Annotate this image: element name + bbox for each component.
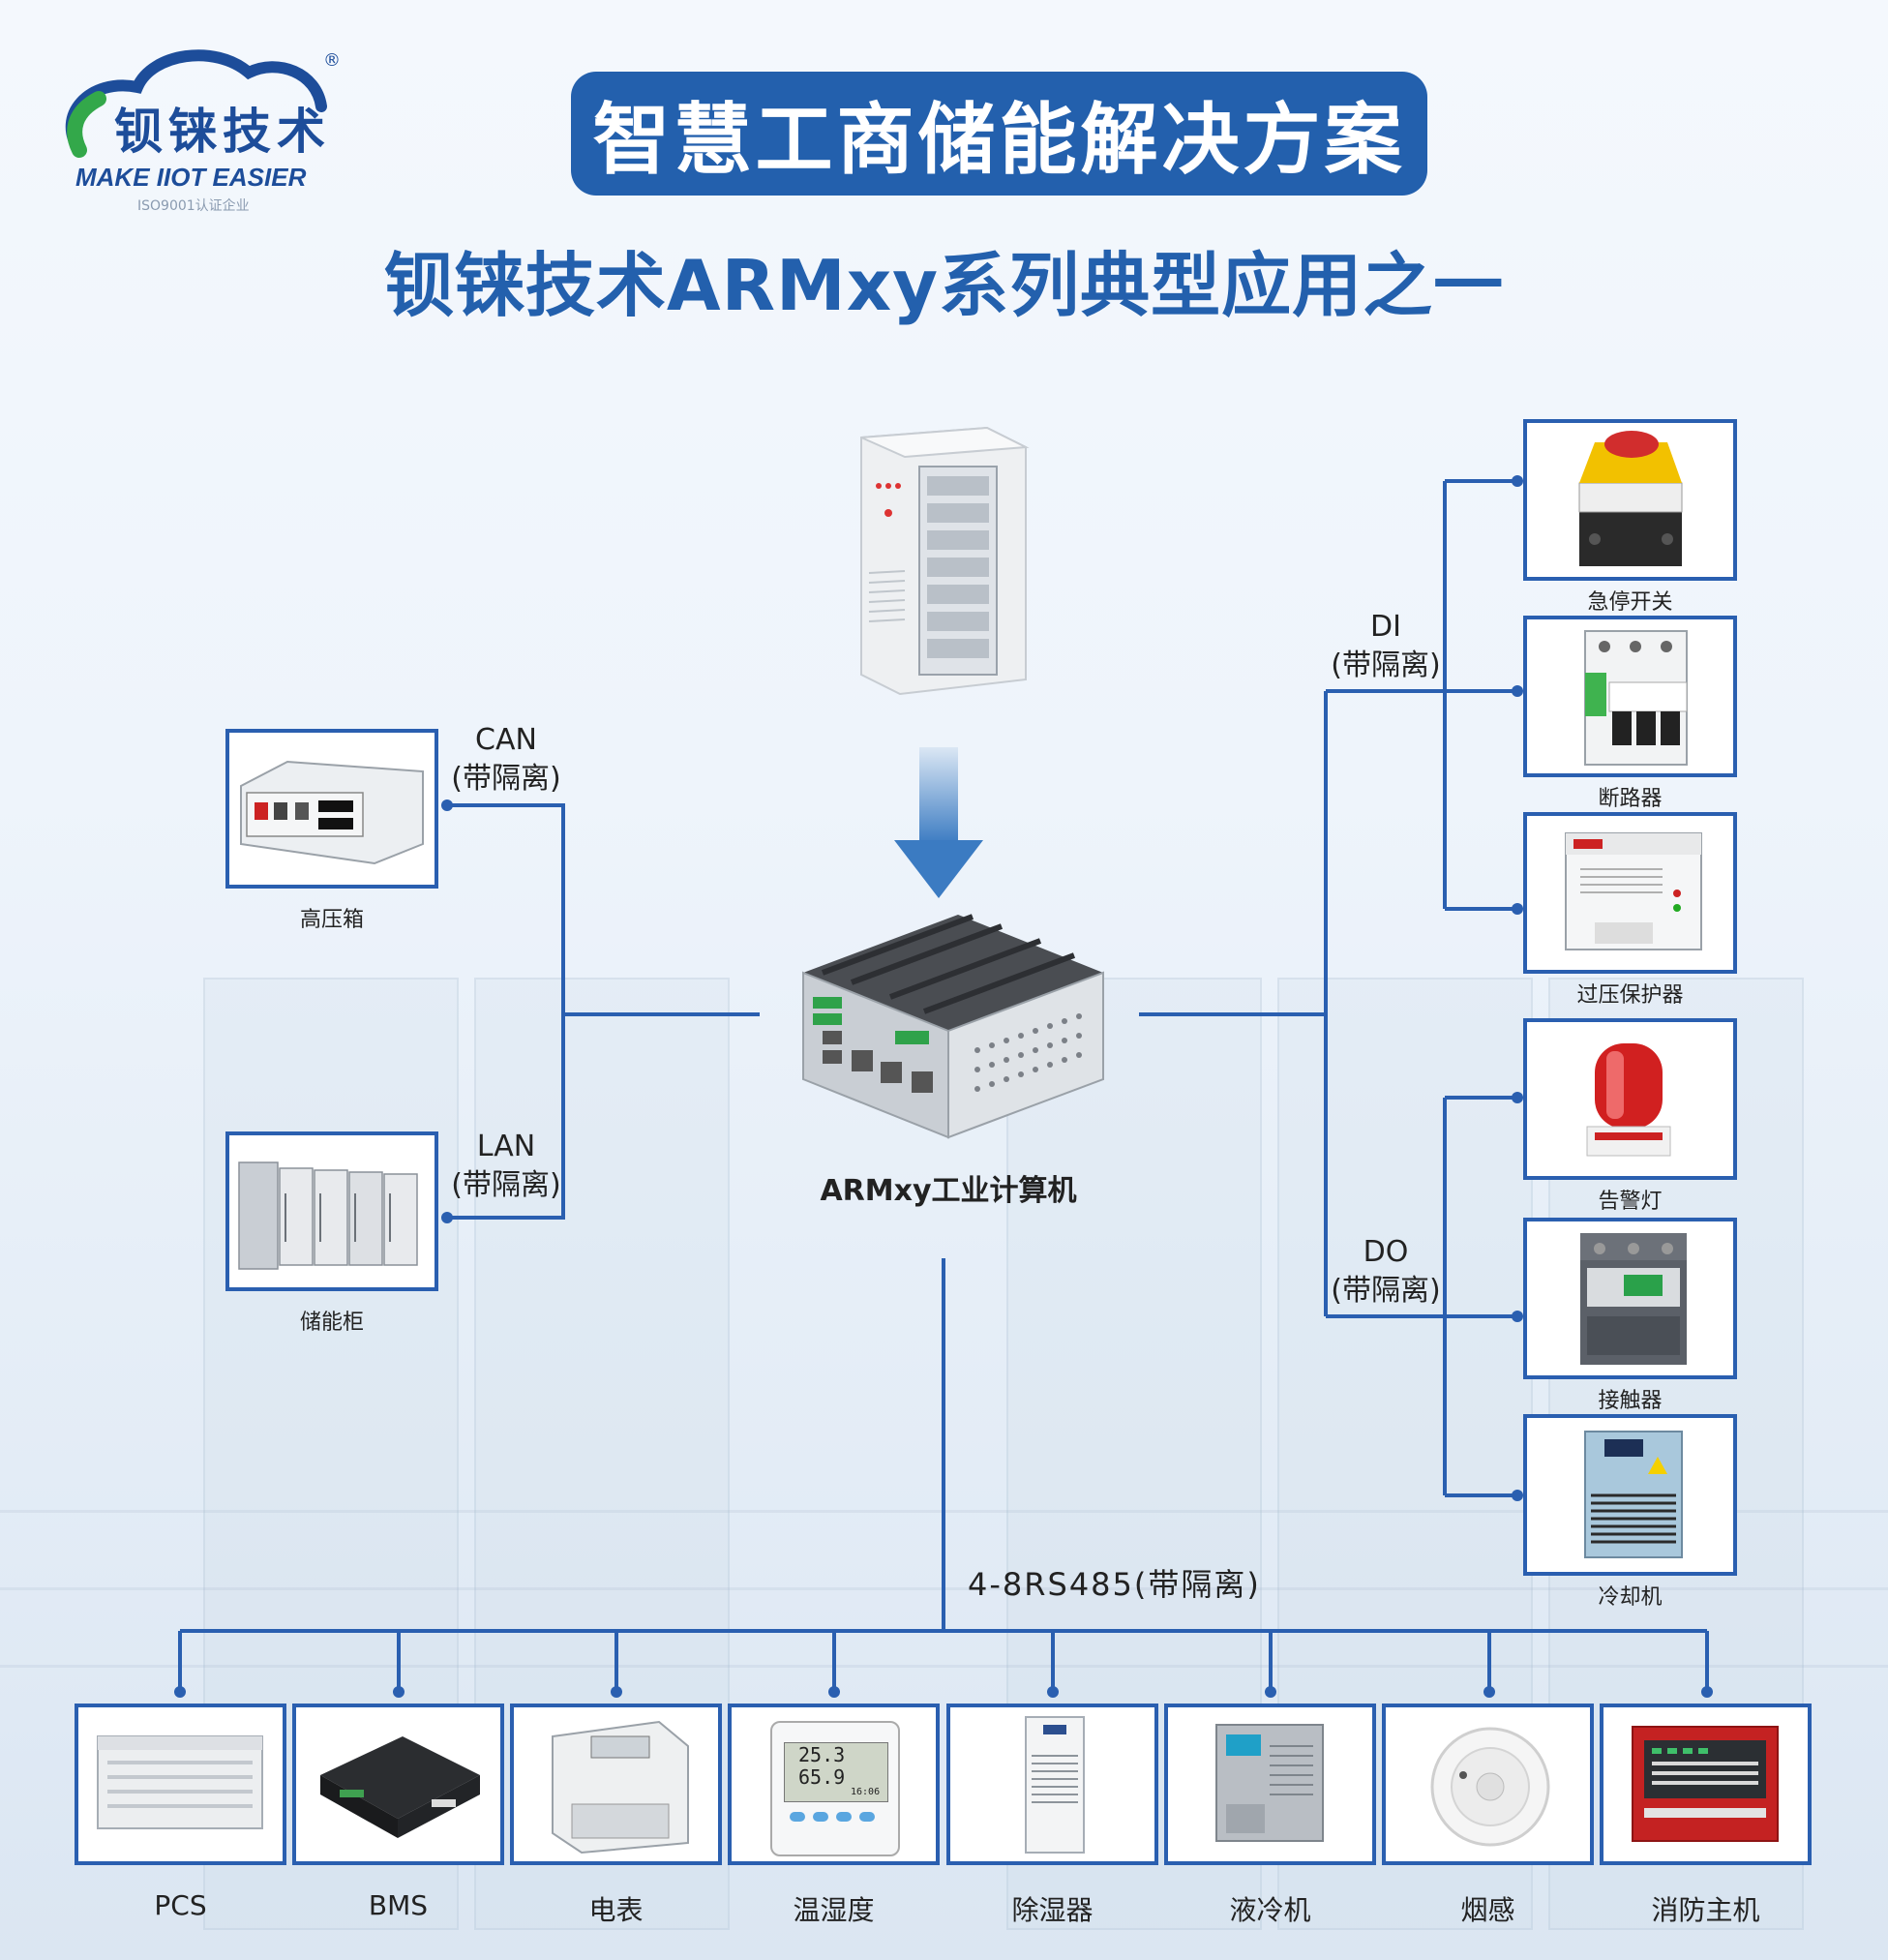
dehumidifier-image	[1025, 1716, 1085, 1854]
energy-storage-cabinet-image	[860, 426, 1030, 696]
fire-alarm-panel-caption: 消防主机	[1651, 1894, 1760, 1926]
page-title: 智慧工商储能解决方案	[592, 95, 1406, 185]
emergency-stop-box	[1523, 419, 1737, 581]
thermohygrometer-body: 25.3 65.9 16:06	[770, 1721, 900, 1856]
meter-caption: 电表	[588, 1894, 644, 1926]
storage-cabinet-caption: 储能柜	[299, 1311, 364, 1335]
logo-cloud-icon	[65, 49, 327, 158]
fire-alarm-panel-image	[1632, 1726, 1779, 1842]
circuit-breaker-image	[1584, 630, 1688, 766]
cooler-box	[1523, 1414, 1737, 1576]
bms-caption: BMS	[368, 1889, 429, 1921]
cooler-image	[1584, 1431, 1683, 1558]
can-connection-label: CAN (带隔离)	[451, 723, 561, 796]
lcd-display: 25.3 65.9 16:06	[784, 1742, 888, 1802]
logo-slogan: MAKE IIOT EASIER	[75, 163, 307, 192]
contactor-image	[1580, 1233, 1687, 1365]
page-subtitle: 钡铼技术ARMxy系列典型应用之一	[383, 245, 1505, 326]
alarm-light-box	[1523, 1018, 1737, 1180]
cooler-caption: 冷却机	[1598, 1585, 1663, 1610]
liquid-cooler-caption: 液冷机	[1229, 1894, 1311, 1926]
smoke-detector-image	[1430, 1727, 1550, 1847]
thermohygrometer-box: 25.3 65.9 16:06	[728, 1704, 940, 1865]
registered-mark: ®	[323, 50, 341, 71]
storage-cabinet-box	[225, 1131, 438, 1291]
emergency-stop-caption: 急停开关	[1587, 590, 1673, 615]
high-voltage-box-image	[240, 760, 424, 865]
dehumidifier-box	[946, 1704, 1158, 1865]
high-voltage-box-caption: 高压箱	[299, 908, 364, 932]
overvoltage-protector-caption: 过压保护器	[1576, 983, 1684, 1008]
contactor-box	[1523, 1218, 1737, 1379]
armxy-computer-image	[802, 914, 1104, 1139]
lan-connection-label: LAN (带隔离)	[451, 1130, 561, 1202]
circuit-breaker-box	[1523, 616, 1737, 777]
liquid-cooler-image	[1215, 1724, 1324, 1842]
logo-name: 钡铼技术	[114, 103, 331, 160]
meter-image	[552, 1720, 689, 1854]
armxy-label: ARMxy工业计算机	[820, 1174, 1077, 1208]
circuit-breaker-caption: 断路器	[1598, 787, 1663, 811]
liquid-cooler-box	[1164, 1704, 1376, 1865]
rs485-bus-label: 4-8RS485(带隔离)	[968, 1566, 1261, 1603]
smoke-detector-caption: 烟感	[1460, 1894, 1515, 1926]
pcs-caption: PCS	[154, 1889, 207, 1921]
bms-box	[292, 1704, 504, 1865]
fire-alarm-panel-box	[1600, 1704, 1812, 1865]
pcs-image	[97, 1735, 263, 1829]
arrow-down-icon	[894, 747, 983, 898]
overvoltage-protector-box	[1523, 812, 1737, 974]
smoke-detector-box	[1382, 1704, 1594, 1865]
title-banner: 智慧工商储能解决方案	[571, 72, 1427, 196]
logo-iso: ISO9001认证企业	[137, 198, 250, 214]
high-voltage-box	[225, 729, 438, 889]
bms-image	[320, 1736, 480, 1838]
alarm-light-caption: 告警灯	[1598, 1190, 1663, 1214]
di-connection-label: DI (带隔离)	[1331, 610, 1441, 682]
storage-cabinet-image	[238, 1161, 418, 1270]
pcs-box	[75, 1704, 286, 1865]
dehumidifier-caption: 除湿器	[1011, 1894, 1094, 1926]
overvoltage-protector-image	[1565, 832, 1702, 950]
alarm-light-image	[1586, 1043, 1671, 1157]
emergency-stop-image	[1578, 431, 1683, 566]
thermohygrometer-caption: 温湿度	[793, 1894, 875, 1926]
do-connection-label: DO (带隔离)	[1331, 1235, 1441, 1308]
meter-box	[510, 1704, 722, 1865]
contactor-caption: 接触器	[1598, 1389, 1663, 1413]
